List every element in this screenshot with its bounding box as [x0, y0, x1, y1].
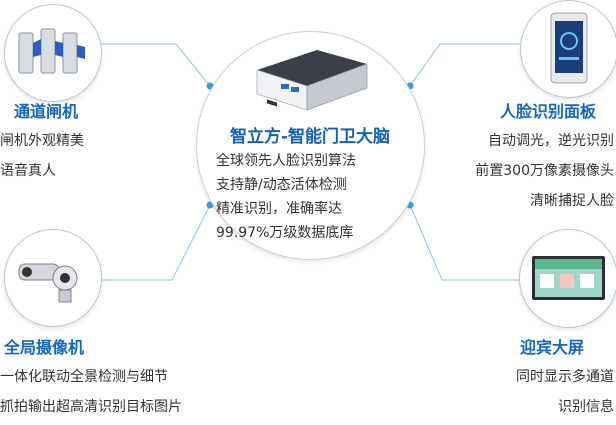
surveillance-camera-icon — [18, 263, 78, 303]
face-panel-desc-line: 清晰捕捉人脸 — [530, 193, 614, 209]
camera-desc-line: 一体化联动全景检测与细节 — [0, 369, 168, 385]
center-title: 智立方-智能门卫大脑 — [229, 127, 391, 147]
camera-circle — [4, 229, 102, 327]
face-panel-desc-line: 前置300万像素摄像头 — [475, 163, 614, 179]
face-panel-title: 人脸识别面板 — [500, 102, 597, 121]
center-line: 全球领先人脸识别算法 — [216, 153, 356, 169]
gate-title: 通道闸机 — [14, 102, 79, 121]
welcome-screen-title: 迎宾大屏 — [520, 338, 585, 357]
connector-camera — [100, 204, 211, 281]
connector-welcome-screen — [409, 204, 519, 281]
camera-desc-line: 抓拍输出超高清识别目标图片 — [0, 399, 182, 415]
welcome-screen-desc-line: 同时显示多通道 — [516, 369, 614, 385]
connector-face-panel — [409, 43, 520, 87]
mini-pc-icon — [256, 50, 368, 111]
center-line: 精准识别，准确率达 — [216, 201, 342, 217]
camera-title: 全局摄像机 — [4, 338, 85, 357]
gate-desc-line: 闸机外观精美 — [0, 133, 84, 149]
gate-desc-line: 语音真人 — [0, 163, 56, 179]
center-line: 99.97%万级数据底库 — [216, 225, 354, 241]
face-panel-circle — [520, 0, 616, 98]
face-recognition-panel-icon — [550, 12, 588, 84]
welcome-screen-circle — [519, 229, 616, 328]
center-line: 支持静/动态活体检测 — [216, 177, 347, 193]
display-screen-icon — [532, 256, 605, 300]
face-panel-desc-line: 自动调光，逆光识别 — [488, 133, 614, 149]
center-description: 全球领先人脸识别算法 支持静/动态活体检测 精准识别，准确率达 99.97%万级… — [216, 149, 416, 245]
center-hub-circle — [196, 31, 425, 260]
gate-circle — [4, 4, 102, 102]
welcome-screen-desc-line: 识别信息 — [558, 399, 614, 415]
turnstile-gate-icon — [18, 28, 85, 74]
connector-gate — [100, 43, 211, 87]
